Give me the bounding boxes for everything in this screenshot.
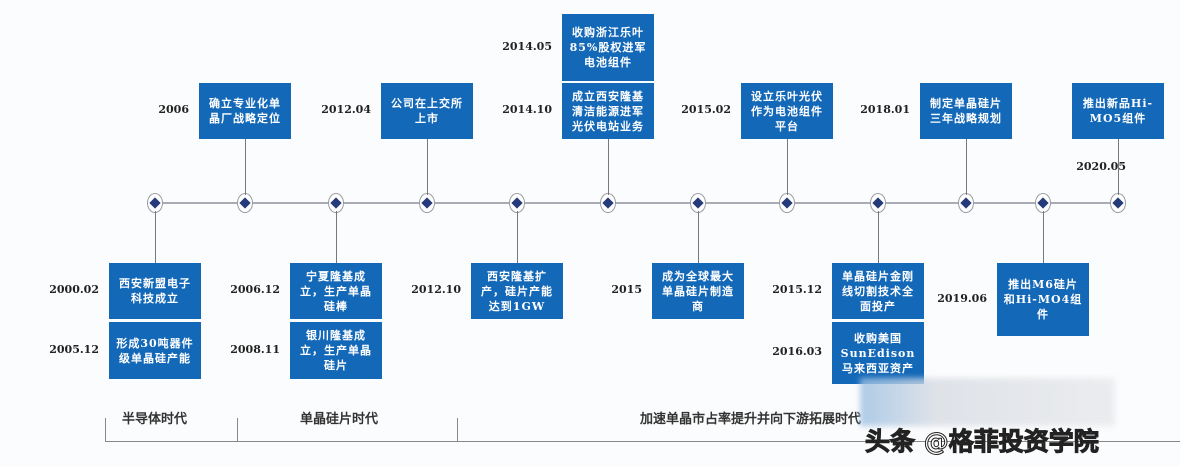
timeline-node: [419, 193, 435, 213]
timeline-node: [958, 193, 974, 213]
watermark: 头条 @格菲投资学院: [865, 427, 1100, 457]
connector-line: [336, 211, 337, 263]
event-box: 推出M6硅片和Hi-MO4组件: [997, 263, 1089, 336]
event-date: 2012.04: [321, 103, 371, 116]
connector-line: [155, 211, 156, 263]
event-box: 推出新品Hi-MO5组件: [1072, 83, 1164, 139]
event-date: 2015: [611, 283, 642, 296]
event-box: 形成30吨器件级单晶硅产能: [109, 322, 201, 379]
connector-line: [245, 139, 246, 195]
blurred-region: [860, 378, 1115, 426]
event-box: 西安隆基扩产，硅片产能达到1GW: [471, 263, 563, 319]
era-label-expansion: 加速单晶市占率提升并向下游拓展时代: [640, 412, 862, 427]
event-date: 2020.05: [1076, 160, 1126, 173]
timeline-node: [690, 193, 706, 213]
timeline-node: [328, 193, 344, 213]
event-date: 2019.06: [937, 291, 987, 305]
event-box: 宁夏隆基成立，生产单晶硅棒: [290, 263, 382, 319]
timeline-node: [1035, 193, 1051, 213]
event-date: 2012.10: [411, 283, 461, 296]
timeline-node: [779, 193, 795, 213]
era-tick: [237, 418, 238, 442]
connector-line: [698, 211, 699, 263]
event-date: 2015.02: [681, 103, 731, 116]
timeline-node: [1110, 193, 1126, 213]
event-box: 公司在上交所上市: [381, 83, 473, 139]
event-box: 成为全球最大单晶硅片制造商: [652, 263, 744, 319]
timeline-node: [237, 193, 253, 213]
timeline-node: [147, 193, 163, 213]
event-date: 2018.01: [860, 103, 910, 116]
event-date: 2006: [158, 103, 189, 116]
timeline-axis: [150, 202, 1122, 204]
connector-line: [966, 139, 967, 195]
event-box: 成立西安隆基清洁能源进军光伏电站业务: [562, 83, 654, 139]
timeline-node: [870, 193, 886, 213]
event-box: 确立专业化单晶厂战略定位: [199, 83, 291, 139]
event-date: 2015.12: [772, 283, 822, 296]
event-date: 2014.10: [502, 103, 552, 116]
event-box: 银川隆基成立，生产单晶硅片: [290, 322, 382, 379]
event-box: 西安新盟电子科技成立: [109, 263, 201, 319]
connector-line: [517, 211, 518, 263]
connector-line: [427, 139, 428, 195]
event-date: 2008.11: [230, 342, 280, 356]
era-label-semiconductor: 半导体时代: [122, 412, 188, 427]
era-bracket-line: [105, 441, 1180, 442]
era-tick: [457, 418, 458, 442]
event-date: 2006.12: [230, 283, 280, 296]
event-date: 2005.12: [49, 342, 99, 356]
connector-line: [1118, 139, 1119, 195]
event-box: 设立乐叶光伏作为电池组件平台: [741, 83, 833, 139]
connector-line: [787, 139, 788, 195]
event-box: 单晶硅片金刚线切割技术全面投产: [832, 263, 924, 319]
connector-line: [878, 211, 879, 263]
event-date: 2016.03: [772, 345, 822, 358]
event-box: 收购美国SunEdison马来西亚资产: [832, 322, 924, 384]
era-label-mono-wafer: 单晶硅片时代: [300, 412, 379, 427]
event-date: 2014.05: [502, 39, 552, 53]
event-date: 2000.02: [49, 283, 99, 296]
connector-line: [608, 139, 609, 195]
event-box: 制定单晶硅片三年战略规划: [920, 83, 1012, 139]
timeline-node: [600, 193, 616, 213]
connector-line: [1043, 211, 1044, 263]
event-box: 收购浙江乐叶85%股权进军电池组件: [562, 14, 654, 81]
era-tick: [105, 418, 106, 442]
timeline-node: [509, 193, 525, 213]
